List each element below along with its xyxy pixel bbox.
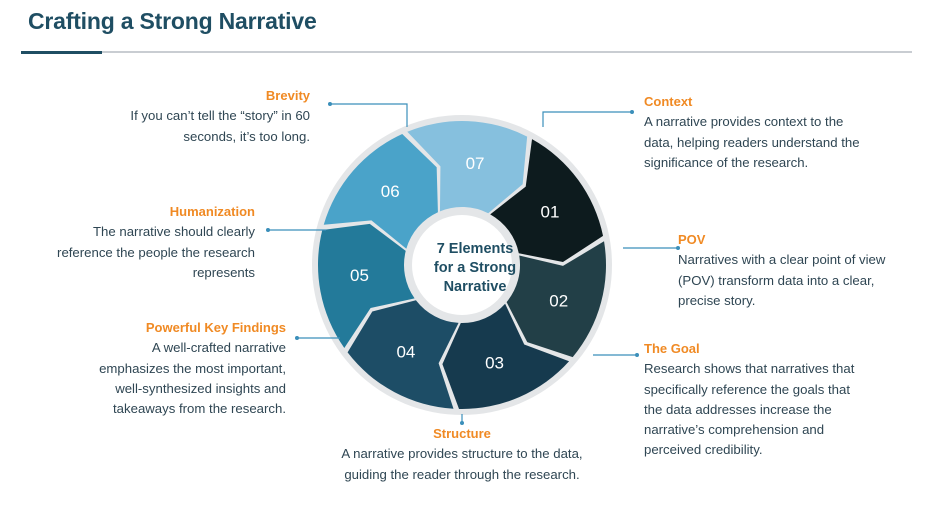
wheel-segment-04 (347, 300, 459, 409)
wheel-segment-01 (490, 139, 604, 263)
callout-title: The Goal (644, 341, 700, 356)
callout-line: narrative’s comprehension and (644, 422, 825, 438)
title-divider (21, 51, 912, 53)
wheel-center-line-2: for a Strong (434, 260, 516, 276)
callout-line: the data addresses increase the (644, 401, 832, 417)
callout-line: data, helping readers understand the (644, 134, 860, 150)
callout-title: Humanization (169, 204, 255, 219)
callout-line: Research shows that narratives that (644, 361, 855, 377)
wheel-segment-label-03: 03 (485, 354, 504, 373)
connector-dot-humanization (266, 228, 270, 232)
callout-line: specifically reference the goals that (644, 381, 850, 397)
callout-context: Context A narrative provides context to … (644, 92, 904, 173)
wheel-center-disc (412, 215, 512, 315)
callout-brevity: Brevity If you can’t tell the “story” in… (60, 86, 310, 147)
callout-line: (POV) transform data into a clear, (678, 272, 875, 288)
callout-title: Structure (433, 426, 491, 441)
wheel-segment-label-07: 07 (466, 154, 485, 173)
callout-humanization: Humanization The narrative should clearl… (20, 202, 255, 283)
callout-goal: The Goal Research shows that narratives … (644, 339, 904, 461)
callout-line: takeaways from the research. (113, 401, 286, 417)
page-title: Crafting a Strong Narrative (28, 8, 317, 34)
callout-title: Brevity (265, 88, 310, 103)
callout-line: reference the people the research (57, 244, 255, 260)
callout-title: POV (678, 232, 706, 247)
wheel-segment-labels: 01 02 03 04 05 06 07 (350, 154, 568, 373)
callout-pov: POV Narratives with a clear point of vie… (678, 230, 938, 311)
wheel-segment-label-04: 04 (396, 342, 415, 361)
wheel-center-line-3: Narrative (444, 279, 507, 295)
callout-line: perceived credibility. (644, 442, 763, 458)
callout-line: significance of the research. (644, 154, 809, 170)
connector-dot-goal (635, 353, 639, 357)
connector-dot-context (630, 110, 634, 114)
callout-line: A well-crafted narrative (151, 340, 286, 356)
wheel-segment-label-02: 02 (549, 291, 568, 310)
connector-dot-pov (676, 246, 680, 250)
callout-line: If you can’t tell the “story” in 60 (130, 108, 310, 124)
callout-line: represents (192, 264, 255, 280)
wheel-segment-02 (506, 241, 606, 358)
callout-line: A narrative provides structure to the da… (341, 446, 583, 462)
callout-line: The narrative should clearly (93, 224, 255, 240)
wheel-segments (318, 121, 606, 410)
wheel-segment-label-05: 05 (350, 266, 369, 285)
callout-line: precise story. (678, 292, 756, 308)
callout-line: guiding the reader through the research. (344, 466, 580, 482)
connector-dots (266, 102, 680, 425)
title-divider-accent (21, 51, 102, 54)
wheel-center-line-1: 7 Elements (437, 241, 514, 257)
connectors (268, 103, 678, 423)
callout-line: A narrative provides context to the (644, 114, 844, 130)
callout-line: well-synthesized insights and (115, 380, 286, 396)
callout-title: Powerful Key Findings (145, 320, 286, 335)
connector-dot-structure (460, 421, 464, 425)
callout-line: seconds, it’s too long. (183, 128, 310, 144)
wheel-segment-05 (318, 223, 415, 348)
wheel-segment-label-01: 01 (541, 203, 560, 222)
callout-line: emphasizes the most important, (99, 360, 286, 376)
wheel-segment-06 (323, 133, 438, 249)
connector-brevity (330, 103, 408, 127)
wheel-segment-label-06: 06 (381, 182, 400, 201)
connector-context (542, 111, 632, 127)
callout-findings: Powerful Key Findings A well-crafted nar… (30, 318, 286, 419)
callout-structure: Structure A narrative provides structure… (312, 424, 612, 485)
callout-line: Narratives with a clear point of view (678, 252, 886, 268)
connector-dot-findings (295, 336, 299, 340)
wheel-segment-07 (407, 121, 528, 214)
wheel-segment-03 (442, 303, 570, 410)
callout-title: Context (644, 94, 693, 109)
connector-dot-brevity (328, 102, 332, 106)
